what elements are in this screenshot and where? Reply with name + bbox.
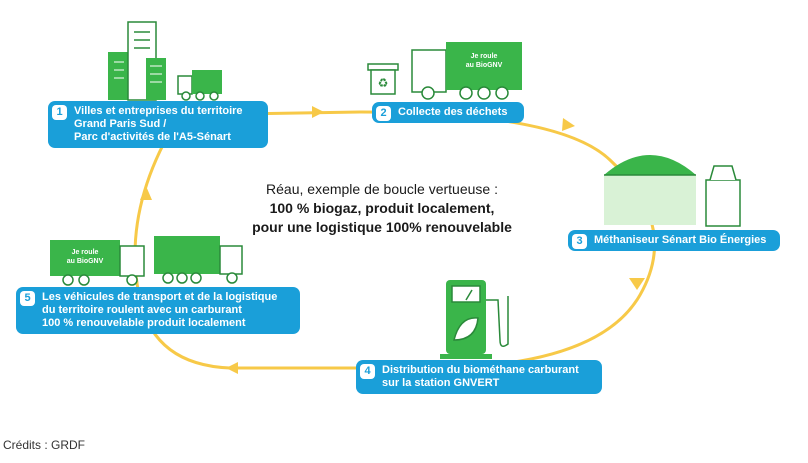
step-2-line-1: Collecte des déchets (398, 106, 508, 118)
truck-text-line1-b: Je roule (72, 249, 99, 256)
truck-text-line1: Je roule (471, 53, 498, 60)
credits-text: Crédits : GRDF (3, 438, 86, 452)
truck-text-line2-b: au BioGNV (67, 258, 104, 265)
garbage-truck-icon: Je roule au BioGNV (411, 42, 522, 100)
step-4-line-1: Distribution du biométhane carburant (382, 364, 579, 376)
step-number-3: 3 (572, 234, 587, 249)
fuel-pump-icon (440, 280, 509, 359)
recycling-bin-icon: ♻ (367, 63, 399, 95)
step-5-line-2: du territoire roulent avec un carburant (42, 304, 242, 316)
step-label-1: 1 Villes et entreprises du territoire Gr… (48, 101, 268, 148)
center-line-1: Réau, exemple de boucle vertueuse : (266, 181, 498, 197)
step-label-3: 3 Méthaniseur Sénart Bio Énergies (568, 230, 780, 251)
step-number-4: 4 (360, 364, 375, 379)
truck-text-line2: au BioGNV (466, 62, 503, 69)
step-4-line-2: sur la station GNVERT (382, 377, 500, 389)
city-buildings-icon (108, 21, 166, 101)
step-3-line-1: Méthaniseur Sénart Bio Énergies (594, 234, 767, 246)
arrow-head (629, 278, 645, 290)
step-1-line-2: Grand Paris Sud / (74, 118, 167, 130)
arrow-head (562, 118, 575, 131)
step-number-5: 5 (20, 291, 35, 306)
step-5-line-1: Les véhicules de transport et de la logi… (42, 291, 278, 303)
step-5-line-3: 100 % renouvelable produit localement (42, 317, 246, 329)
arrow-head (312, 106, 324, 118)
center-line-3: pour une logistique 100% renouvelable (252, 219, 512, 235)
center-title: Réau, exemple de boucle vertueuse : 100 … (222, 180, 542, 237)
step-1-line-1: Villes et entreprises du territoire (74, 105, 243, 117)
center-line-2: 100 % biogaz, produit localement, (269, 200, 495, 216)
small-truck-icon (177, 70, 222, 101)
step-number-2: 2 (376, 106, 391, 121)
arrow-head (226, 362, 238, 374)
step-number-1: 1 (52, 105, 67, 120)
biognv-truck-icon: Je roule au BioGNV (50, 240, 145, 286)
step-label-5: 5 Les véhicules de transport et de la lo… (16, 287, 300, 334)
step-label-4: 4 Distribution du biométhane carburant s… (356, 360, 602, 394)
step-1-line-3: Parc d'activités de l'A5-Sénart (74, 131, 231, 143)
delivery-truck-icon (154, 236, 243, 284)
methaniser-icon (604, 155, 741, 227)
arrow-head (140, 186, 152, 200)
step-label-2: 2 Collecte des déchets (372, 102, 524, 123)
svg-text:♻: ♻ (378, 76, 389, 90)
